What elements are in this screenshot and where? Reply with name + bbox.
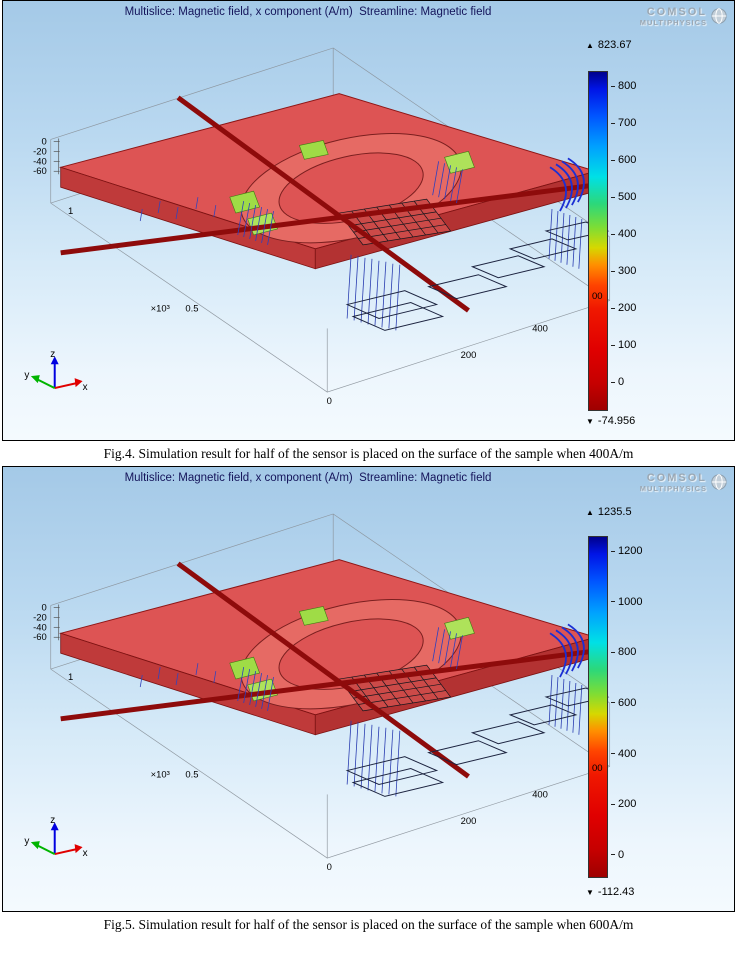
comsol-figure-1: Multislice: Magnetic field, x component … bbox=[2, 0, 735, 441]
tick-mark bbox=[611, 344, 615, 346]
comsol-wordmark: COMSOL bbox=[646, 472, 707, 484]
tick-mark bbox=[611, 233, 615, 235]
colorbar-tick: 600 bbox=[611, 696, 642, 710]
tick-mark bbox=[611, 601, 615, 603]
tick-value: 400 bbox=[618, 228, 637, 240]
tick-value: 200 bbox=[618, 302, 637, 314]
colorbar-tick: 200 bbox=[611, 797, 642, 811]
tick-mark bbox=[611, 651, 615, 653]
colorbar-tick: 400 bbox=[611, 747, 642, 761]
colorbar-min-label: ▼ -74.956 bbox=[586, 415, 635, 427]
tick-value: 700 bbox=[618, 117, 637, 129]
tick-value: 500 bbox=[618, 191, 637, 203]
up-triangle-icon: ▲ bbox=[586, 40, 594, 50]
comsol-globe-icon bbox=[711, 474, 727, 490]
comsol-figure-2: Multislice: Magnetic field, x component … bbox=[2, 466, 735, 912]
colorbar-min-label: ▼ -112.43 bbox=[586, 886, 634, 898]
colorbar-tick: 0 bbox=[611, 848, 642, 862]
tick-value: 0 bbox=[618, 848, 625, 861]
down-triangle-icon: ▼ bbox=[586, 887, 594, 897]
tick-value: 0 bbox=[618, 376, 625, 388]
tick-value: 600 bbox=[618, 154, 637, 166]
comsol-logo: COMSOL MULTIPHYSICS bbox=[640, 473, 728, 493]
plot-title: Multislice: Magnetic field, x component … bbox=[124, 472, 492, 484]
tick-mark bbox=[611, 702, 615, 704]
tick-value: 1200 bbox=[618, 545, 643, 557]
colorbar-tick: 100 bbox=[611, 338, 636, 352]
colorbar bbox=[588, 71, 608, 411]
colorbar-tick: 400 bbox=[611, 227, 636, 241]
colorbar-tick: 600 bbox=[611, 153, 636, 167]
colorbar-min-value: -112.43 bbox=[597, 886, 635, 898]
multiphysics-wordmark: MULTIPHYSICS bbox=[639, 18, 707, 27]
comsol-logo-text: COMSOL MULTIPHYSICS bbox=[639, 6, 707, 28]
colorbar-tick: 1200 bbox=[611, 544, 642, 558]
tick-value: 100 bbox=[618, 339, 637, 351]
comsol-logo: COMSOL MULTIPHYSICS bbox=[640, 7, 728, 27]
colorbar-tick: 800 bbox=[611, 645, 642, 659]
tick-value: 600 bbox=[618, 696, 637, 709]
tick-value: 800 bbox=[618, 646, 637, 659]
multiphysics-wordmark: MULTIPHYSICS bbox=[639, 484, 707, 493]
colorbar-max-label: ▲ 1235.5 bbox=[586, 506, 632, 518]
colorbar-tick: 200 bbox=[611, 301, 636, 315]
colorbar-max-value: 1235.5 bbox=[597, 506, 632, 518]
up-triangle-icon: ▲ bbox=[586, 507, 594, 517]
colorbar-tick: 800 bbox=[611, 79, 636, 93]
colorbar-tick: 300 bbox=[611, 264, 636, 278]
occluded-axis-label: 00 bbox=[592, 763, 603, 774]
tick-value: 200 bbox=[618, 798, 637, 811]
tick-mark bbox=[611, 85, 615, 87]
colorbar-tick: 1000 bbox=[611, 595, 642, 609]
colorbar-max-value: 823.67 bbox=[597, 39, 632, 51]
tick-mark bbox=[611, 122, 615, 124]
colorbar-max-label: ▲ 823.67 bbox=[586, 39, 632, 51]
tick-mark bbox=[611, 270, 615, 272]
colorbar-tick-labels: 800 700 600 500 400 300 200 100 0 bbox=[611, 79, 636, 389]
tick-mark bbox=[611, 803, 615, 805]
tick-mark bbox=[611, 159, 615, 161]
tick-value: 400 bbox=[618, 747, 637, 760]
tick-mark bbox=[611, 307, 615, 309]
tick-value: 1000 bbox=[618, 595, 643, 608]
colorbar-tick: 500 bbox=[611, 190, 636, 204]
colorbar-tick-labels: 1200 1000 800 600 400 200 0 bbox=[611, 544, 642, 862]
plot-title: Multislice: Magnetic field, x component … bbox=[124, 6, 492, 18]
down-triangle-icon: ▼ bbox=[586, 416, 594, 426]
tick-mark bbox=[611, 196, 615, 198]
colorbar-tick: 700 bbox=[611, 116, 636, 130]
tick-value: 300 bbox=[618, 265, 637, 277]
comsol-globe-icon bbox=[711, 8, 727, 24]
tick-mark bbox=[611, 381, 615, 383]
tick-mark bbox=[611, 753, 615, 755]
colorbar-tick: 0 bbox=[611, 375, 636, 389]
comsol-logo-text: COMSOL MULTIPHYSICS bbox=[639, 472, 707, 494]
occluded-axis-label: 00 bbox=[592, 291, 603, 302]
tick-mark bbox=[611, 550, 615, 552]
comsol-wordmark: COMSOL bbox=[646, 6, 707, 18]
colorbar-min-value: -74.956 bbox=[597, 415, 636, 427]
tick-mark bbox=[611, 854, 615, 856]
figure-caption: Fig.5. Simulation result for half of the… bbox=[0, 912, 737, 937]
figure-caption: Fig.4. Simulation result for half of the… bbox=[0, 441, 737, 466]
tick-value: 800 bbox=[618, 80, 637, 92]
colorbar bbox=[588, 536, 608, 878]
